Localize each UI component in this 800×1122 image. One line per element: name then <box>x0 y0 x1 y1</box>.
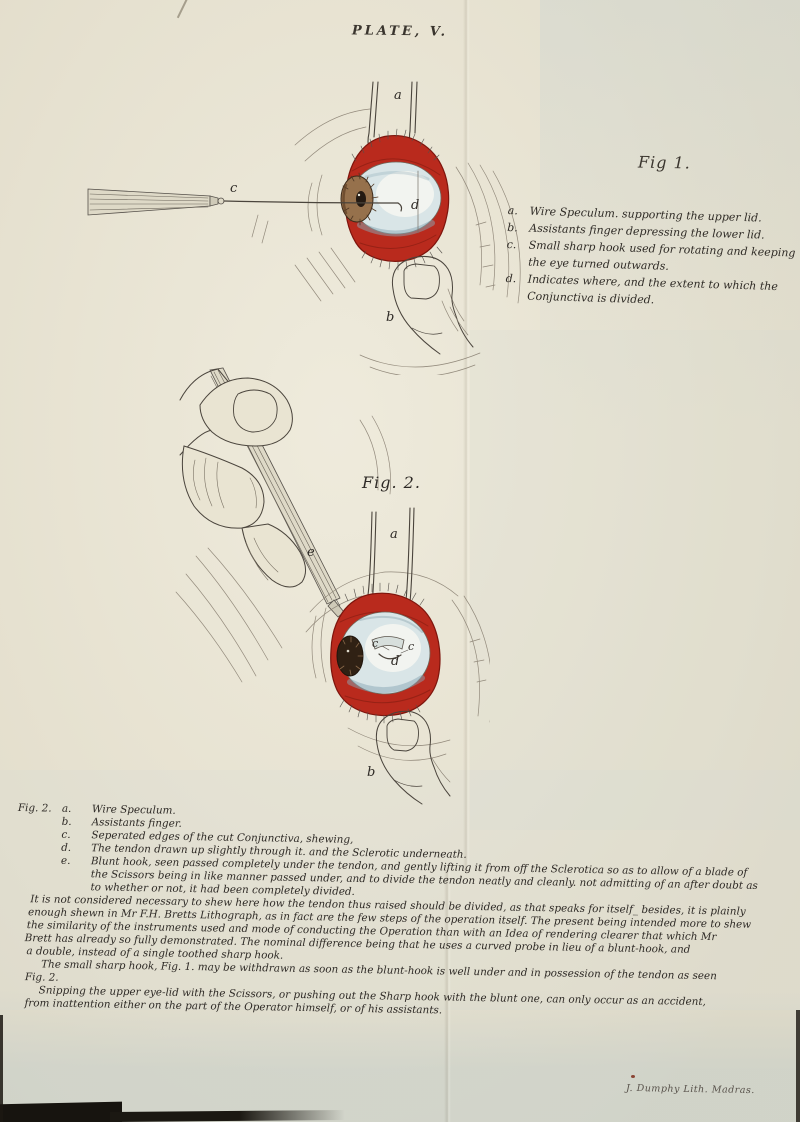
figure1-illustration: a c d b <box>87 81 521 375</box>
figure2-legend-and-text: Fig. 2. a. Wire Speculum. b.Assistants f… <box>14 802 759 1023</box>
fig2-callout-e: e <box>307 545 315 560</box>
fig1-callout-b: b <box>386 310 394 325</box>
scan-edge-left <box>0 1015 3 1122</box>
fig2-operator-hand <box>179 368 306 588</box>
figure2-illustration: Fig. 2. e a c c d b <box>175 367 490 805</box>
figure1-legend: a.Wire Speculum. supporting the upper li… <box>505 202 797 313</box>
plate-title: PLATE, V. <box>351 23 449 40</box>
scan-edge-bottom-strip <box>110 1109 345 1122</box>
fig1-skin-hatching <box>251 108 521 375</box>
scan-edge-bottom-left <box>0 1101 122 1122</box>
fig1-pupil <box>356 191 366 207</box>
fig2-skin-hatching <box>305 571 490 761</box>
corner-crease <box>176 0 190 19</box>
fig2-callout-a: a <box>390 527 398 542</box>
fig1-iris <box>340 172 379 226</box>
fig1-callout-a: a <box>394 88 402 103</box>
fig2-iris <box>336 635 364 677</box>
fig1-assistant-finger <box>391 255 474 355</box>
fig1-sharp-hook-instrument <box>87 188 403 216</box>
fig1-eyelashes <box>351 128 443 271</box>
fig2-callout-b: b <box>367 765 375 780</box>
figure2-label: Fig. 2. <box>361 473 421 492</box>
fig2-callout-c1: c <box>372 637 378 650</box>
paper-tone-right-low <box>470 330 800 830</box>
fig1-callout-c: c <box>230 181 238 196</box>
fig2-callout-d: d <box>391 654 399 669</box>
fig2-raised-tendon <box>371 636 409 660</box>
ink-speck <box>631 1075 635 1078</box>
figure2-legend-heading: Fig. 2. <box>17 802 52 815</box>
lithographer-imprint: J. Dumphy Lith. Madras. <box>625 1082 755 1097</box>
scan-edge-right <box>796 1010 800 1122</box>
fig2-assistant-finger <box>375 710 451 805</box>
fig1-callout-d: d <box>411 198 419 213</box>
figure1-label: Fig 1. <box>637 152 691 173</box>
fig2-callout-c2: c <box>408 640 414 653</box>
fig2-eyelashes <box>335 582 425 724</box>
fig2-shadow-hatching <box>175 415 391 683</box>
